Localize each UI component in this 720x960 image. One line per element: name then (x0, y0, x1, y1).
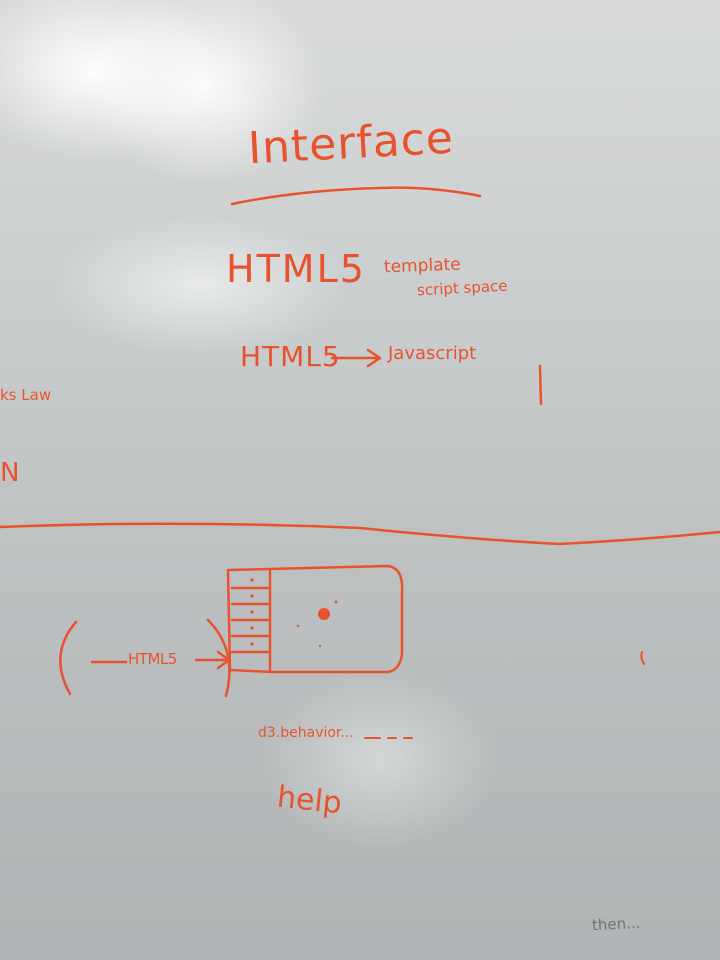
diagram-sidebar-rows (230, 586, 271, 654)
left-parenthesis (59, 620, 78, 696)
sidebar-dot (250, 610, 254, 614)
edge-text-law: ks Law (0, 386, 52, 404)
diagram-arrow-head (194, 650, 231, 670)
label-javascript: Javascript (388, 343, 477, 364)
divider-line (0, 522, 720, 546)
sidebar-dot (250, 642, 254, 646)
edge-text-n: N (0, 458, 20, 488)
vertical-tick (538, 364, 543, 406)
text-d3-behavior: d3.behavior... (258, 725, 354, 741)
diagram-red-dot (318, 608, 330, 620)
diagram-speck (334, 600, 338, 604)
title-underline (230, 186, 482, 206)
diagram-window (226, 564, 404, 674)
diagram-speck (296, 624, 300, 628)
sidebar-dot (250, 594, 254, 598)
label-html5-main: HTML5 (226, 247, 366, 291)
diagram-arrow-label: HTML5 (128, 650, 177, 668)
sidebar-dot (250, 626, 254, 630)
label-html5-secondary: HTML5 (240, 340, 341, 373)
small-mark-right (640, 651, 645, 665)
diagram-speck (318, 644, 322, 648)
sidebar-dot (250, 578, 254, 582)
arrow-to-javascript (330, 348, 382, 368)
diagram-bracket (206, 618, 231, 698)
